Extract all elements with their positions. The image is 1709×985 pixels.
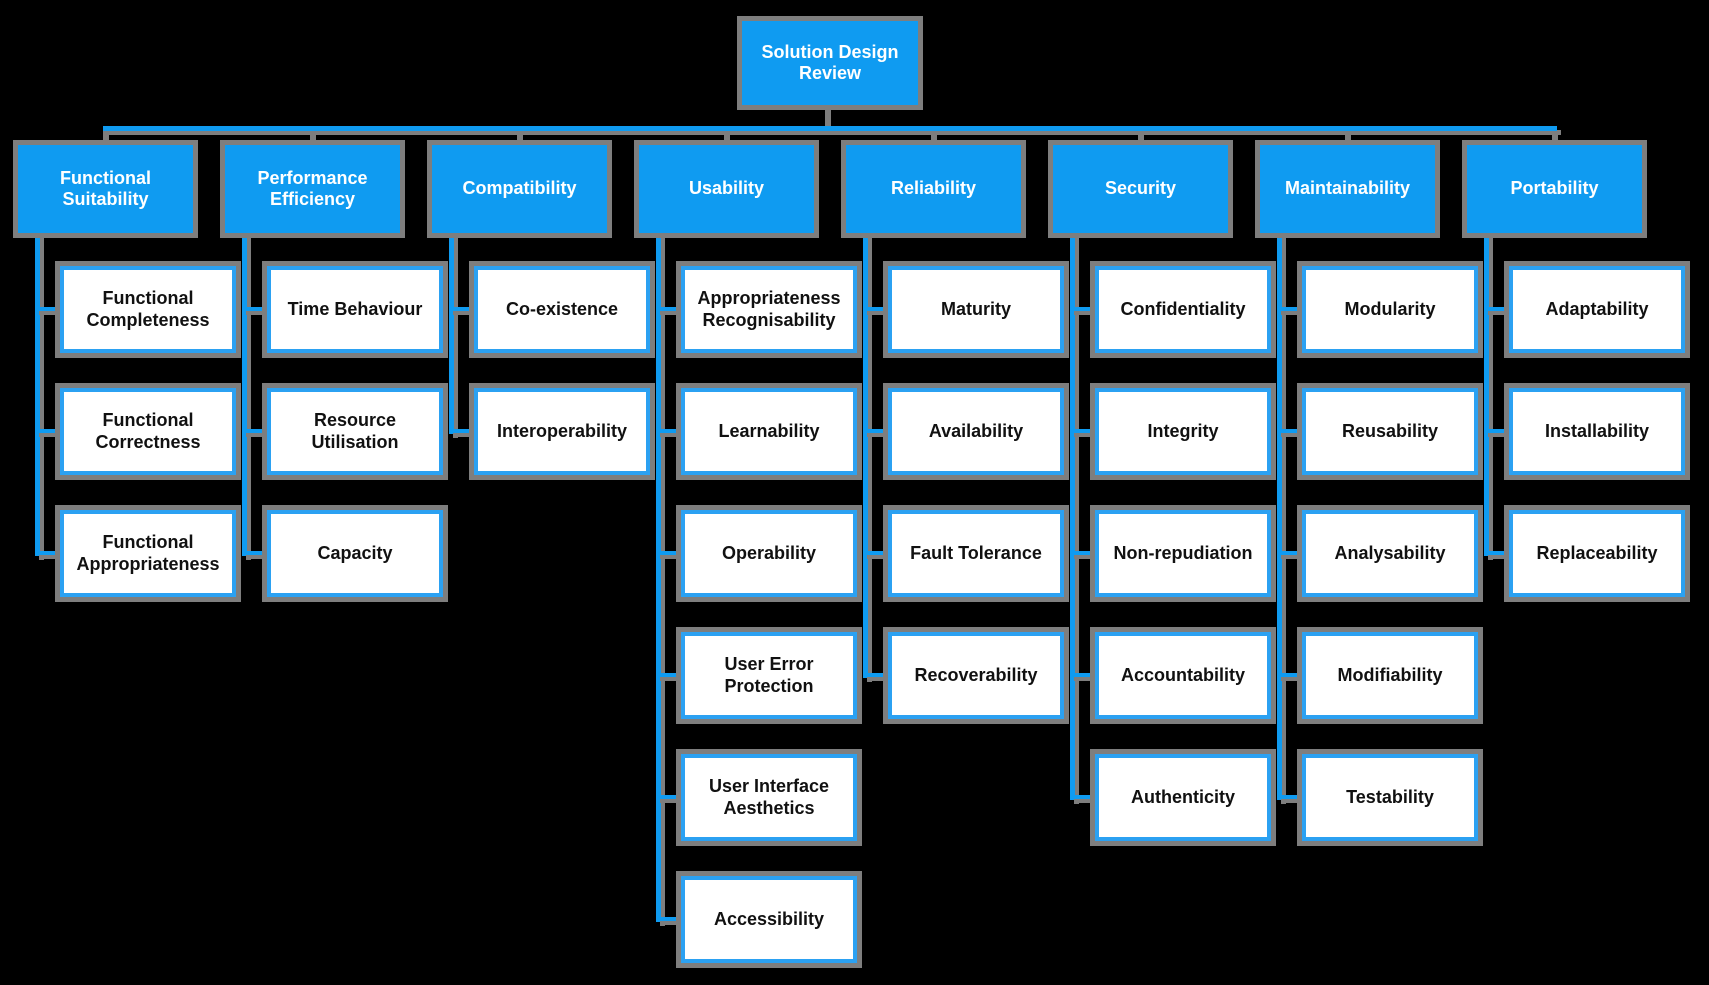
root-node: Solution Design Review [737, 16, 923, 110]
child-maturity: Maturity [883, 261, 1069, 358]
child-modifiability: Modifiability [1297, 627, 1483, 724]
child-authenticity: Authenticity [1090, 749, 1276, 846]
non-repudiation-stub [1070, 551, 1095, 555]
child-availability: Availability [883, 383, 1069, 480]
maturity-stub [863, 307, 888, 311]
co-existence-stub [449, 307, 474, 311]
modularity-stub [1277, 307, 1302, 311]
accessibility-stub [656, 917, 681, 921]
functional-appropriateness-stub [35, 551, 60, 555]
child-functional-correctness: Functional Correctness [55, 383, 241, 480]
interoperability-stub [449, 429, 474, 433]
capacity-stub [242, 551, 267, 555]
integrity-stub [1070, 429, 1095, 433]
compatibility-drop-line [449, 233, 454, 434]
installability-stub [1484, 429, 1509, 433]
bus-to-maintainability-stub [1344, 131, 1351, 146]
child-capacity: Capacity [262, 505, 448, 602]
child-co-existence: Co-existence [469, 261, 655, 358]
replaceability-stub [1484, 551, 1509, 555]
availability-stub [863, 429, 888, 433]
child-modularity: Modularity [1297, 261, 1483, 358]
child-non-repudiation: Non-repudiation [1090, 505, 1276, 602]
operability-stub [656, 551, 681, 555]
category-performance-efficiency: Performance Efficiency [220, 140, 405, 238]
category-reliability: Reliability [841, 140, 1026, 238]
child-fault-tolerance: Fault Tolerance [883, 505, 1069, 602]
functional-completeness-stub [35, 307, 60, 311]
category-portability: Portability [1462, 140, 1647, 238]
performance-efficiency-drop-line [242, 233, 247, 556]
modifiability-stub [1277, 673, 1302, 677]
bus-to-usability-stub [723, 131, 730, 146]
bus-to-reliability-stub [930, 131, 937, 146]
recoverability-stub [863, 673, 888, 677]
child-accessibility: Accessibility [676, 871, 862, 968]
child-operability: Operability [676, 505, 862, 602]
child-replaceability: Replaceability [1504, 505, 1690, 602]
bus-to-performance-efficiency-stub [309, 131, 316, 146]
adaptability-stub [1484, 307, 1509, 311]
child-interoperability: Interoperability [469, 383, 655, 480]
maintainability-drop-line [1277, 233, 1282, 800]
testability-stub [1277, 795, 1302, 799]
bus-to-functional-suitability-stub [102, 131, 109, 146]
security-drop-line [1070, 233, 1075, 800]
bus-to-portability-stub [1551, 131, 1558, 146]
authenticity-stub [1070, 795, 1095, 799]
time-behaviour-stub [242, 307, 267, 311]
child-learnability: Learnability [676, 383, 862, 480]
functional-suitability-drop-line [35, 233, 40, 556]
analysability-stub [1277, 551, 1302, 555]
child-installability: Installability [1504, 383, 1690, 480]
child-integrity: Integrity [1090, 383, 1276, 480]
category-security: Security [1048, 140, 1233, 238]
appropriateness-recognisability-stub [656, 307, 681, 311]
resource-utilisation-stub [242, 429, 267, 433]
child-functional-appropriateness: Functional Appropriateness [55, 505, 241, 602]
fault-tolerance-stub [863, 551, 888, 555]
child-user-interface-aesthetics: User Interface Aesthetics [676, 749, 862, 846]
confidentiality-stub [1070, 307, 1095, 311]
child-appropriateness-recognisability: Appropriateness Recognisability [676, 261, 862, 358]
child-functional-completeness: Functional Completeness [55, 261, 241, 358]
child-confidentiality: Confidentiality [1090, 261, 1276, 358]
functional-correctness-stub [35, 429, 60, 433]
accountability-stub [1070, 673, 1095, 677]
child-accountability: Accountability [1090, 627, 1276, 724]
child-user-error-protection: User Error Protection [676, 627, 862, 724]
reliability-drop-line [863, 233, 868, 678]
child-adaptability: Adaptability [1504, 261, 1690, 358]
learnability-stub [656, 429, 681, 433]
portability-drop-line [1484, 233, 1489, 556]
child-testability: Testability [1297, 749, 1483, 846]
root-connector-stub [825, 105, 831, 127]
user-error-protection-stub [656, 673, 681, 677]
reusability-stub [1277, 429, 1302, 433]
child-reusability: Reusability [1297, 383, 1483, 480]
usability-drop-line [656, 233, 661, 922]
child-resource-utilisation: Resource Utilisation [262, 383, 448, 480]
category-compatibility: Compatibility [427, 140, 612, 238]
child-time-behaviour: Time Behaviour [262, 261, 448, 358]
bus-to-compatibility-stub [516, 131, 523, 146]
category-maintainability: Maintainability [1255, 140, 1440, 238]
child-analysability: Analysability [1297, 505, 1483, 602]
bus-to-security-stub [1137, 131, 1144, 146]
connector-bus [103, 126, 1557, 131]
child-recoverability: Recoverability [883, 627, 1069, 724]
category-usability: Usability [634, 140, 819, 238]
category-functional-suitability: Functional Suitability [13, 140, 198, 238]
user-interface-aesthetics-stub [656, 795, 681, 799]
